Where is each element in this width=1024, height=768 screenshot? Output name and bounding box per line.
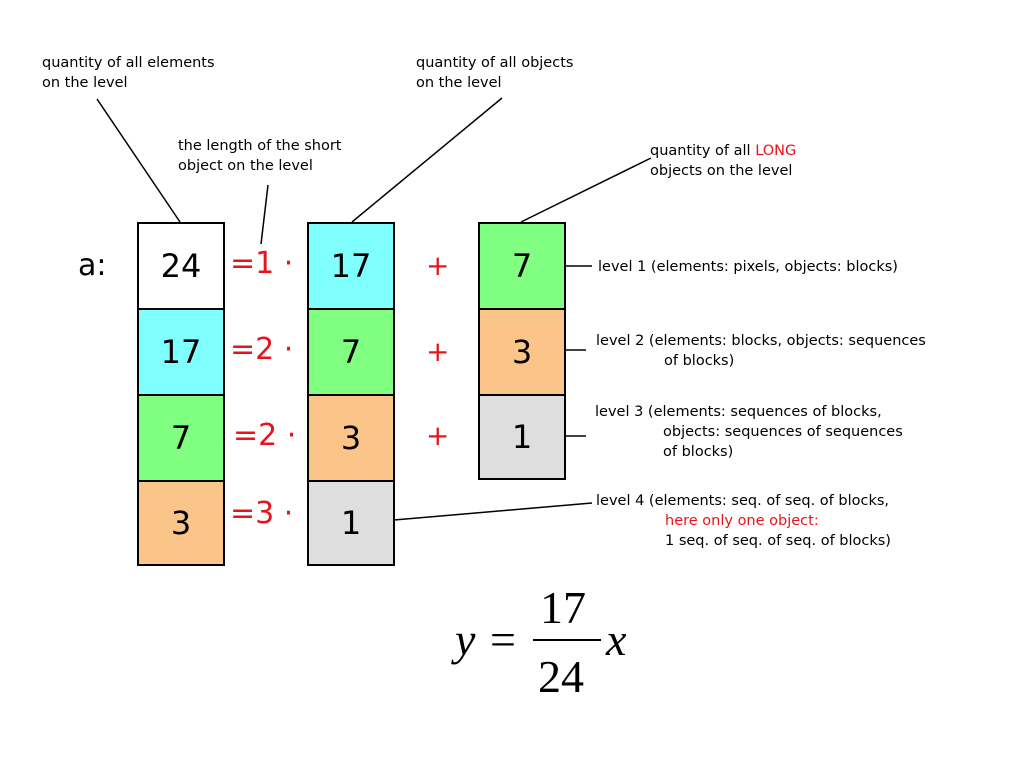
cell-left-row3: 7 (137, 394, 225, 482)
level3-line3: of blocks) (663, 444, 734, 460)
cell-mid-row2: 7 (307, 308, 395, 396)
factor-row4: =3 · (230, 496, 294, 531)
cell-mid-row1: 17 (307, 222, 395, 310)
connector-level4 (393, 502, 593, 521)
factor-row1: =1 · (230, 246, 294, 281)
annotation-all-objects-line1: quantity of all objects (416, 55, 574, 71)
connector-short-length (260, 184, 269, 245)
cell-left-row2: 17 (137, 308, 225, 396)
plus-row1: + (426, 249, 450, 282)
formula-equals: = (490, 614, 516, 665)
annotation-short-length: the length of the short object on the le… (178, 136, 342, 176)
level3-line1: level 3 (elements: sequences of blocks, (595, 404, 882, 420)
factor-row3: =2 · (233, 418, 297, 453)
annotation-all-objects: quantity of all objects on the level (416, 53, 573, 93)
factor-row2: =2 · (230, 332, 294, 367)
plus-row3: + (426, 419, 450, 452)
cell-left-row4: 3 (137, 480, 225, 566)
connector-long-objects (520, 157, 652, 223)
plus-row2: + (426, 335, 450, 368)
annotation-short-length-line2: object on the level (178, 158, 313, 174)
level4-description: level 4 (elements: seq. of seq. of block… (596, 491, 891, 551)
level2-description: level 2 (elements: blocks, objects: sequ… (596, 331, 926, 371)
level1-description: level 1 (elements: pixels, objects: bloc… (598, 257, 898, 277)
cell-right-row1: 7 (478, 222, 566, 310)
level4-line1: level 4 (elements: seq. of seq. of block… (596, 493, 890, 509)
level1-line: level 1 (elements: pixels, objects: bloc… (598, 259, 898, 275)
cell-mid-row3: 3 (307, 394, 395, 482)
level3-description: level 3 (elements: sequences of blocks, … (595, 402, 903, 462)
cell-mid-row4: 1 (307, 480, 395, 566)
annotation-all-elements-line2: on the level (42, 75, 128, 91)
formula-denominator: 24 (538, 651, 584, 702)
formula-fraction-bar (533, 639, 601, 641)
annotation-short-length-line1: the length of the short (178, 138, 342, 154)
cell-left-row1: 24 (137, 222, 225, 310)
level2-line1: level 2 (elements: blocks, objects: sequ… (596, 333, 926, 349)
connector-all-objects (351, 97, 503, 223)
cell-right-row2: 3 (478, 308, 566, 396)
formula-y: y (455, 614, 476, 665)
level4-line3: 1 seq. of seq. of seq. of blocks) (665, 533, 891, 549)
annotation-long-objects: quantity of all LONG objects on the leve… (650, 141, 796, 181)
cell-right-row3: 1 (478, 394, 566, 480)
annotation-all-elements: quantity of all elements on the level (42, 53, 215, 93)
level2-line2: of blocks) (664, 353, 735, 369)
annotation-all-objects-line2: on the level (416, 75, 502, 91)
row-label: a: (78, 248, 107, 283)
annotation-long-objects-red: LONG (755, 143, 797, 159)
annotation-long-objects-line2: objects on the level (650, 163, 793, 179)
annotation-all-elements-line1: quantity of all elements (42, 55, 215, 71)
level3-line2: objects: sequences of sequences (663, 424, 903, 440)
annotation-long-objects-pre: quantity of all (650, 143, 756, 159)
formula-x: x (606, 614, 627, 665)
level4-line2: here only one object: (665, 513, 819, 529)
formula-numerator: 17 (540, 582, 586, 633)
connector-all-elements (96, 98, 181, 223)
